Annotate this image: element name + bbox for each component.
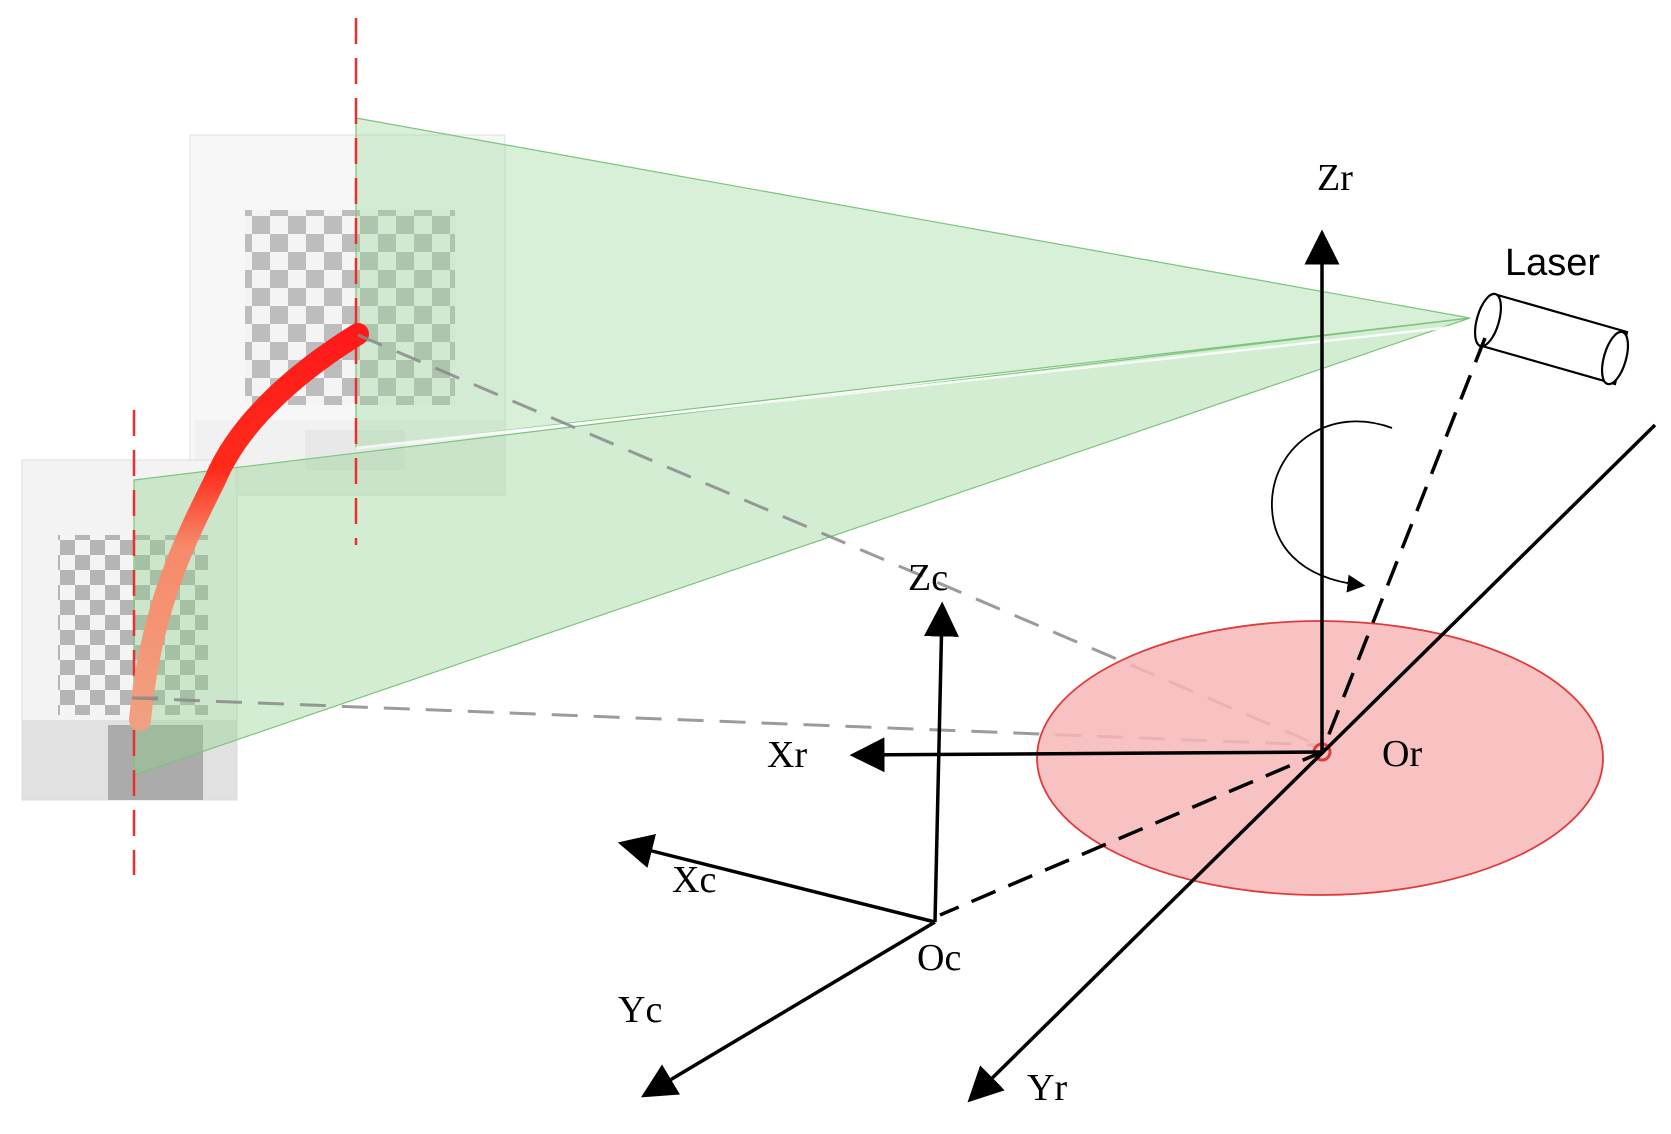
laser-device — [1473, 292, 1630, 386]
zr-label: Zr — [1317, 157, 1353, 199]
calibration-board-front — [21, 459, 238, 801]
calibration-board-back — [189, 134, 506, 496]
yc-axis — [640, 920, 936, 1098]
xc-axis — [617, 833, 936, 924]
xc-label: Xc — [672, 859, 716, 901]
xr-label: Xr — [767, 734, 807, 776]
rotation-disk — [1036, 620, 1604, 896]
xr-axis — [849, 737, 1323, 773]
robot-frame — [849, 229, 1657, 1103]
zc-label: Zc — [908, 557, 948, 599]
or-label: Or — [1382, 733, 1422, 775]
yr-label: Yr — [1027, 1067, 1067, 1109]
oc-label: Oc — [917, 937, 961, 979]
yr-axis — [967, 423, 1657, 1103]
zc-axis — [923, 601, 959, 923]
rotation-arrow-icon — [1271, 420, 1393, 593]
laser-stripe — [129, 323, 369, 731]
laser-label: Laser — [1505, 242, 1600, 284]
camera-frame — [617, 601, 959, 1098]
yc-label: Yc — [618, 989, 662, 1031]
